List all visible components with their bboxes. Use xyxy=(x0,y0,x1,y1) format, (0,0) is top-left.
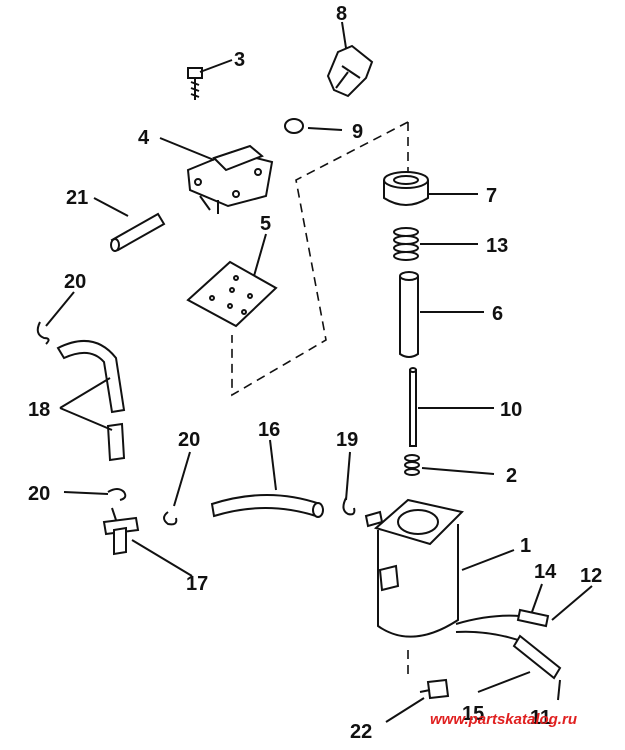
callout-9: 9 xyxy=(352,121,363,143)
callout-1: 1 xyxy=(520,535,531,557)
callout-15: 15 xyxy=(462,703,484,725)
part-17-tee-fitting xyxy=(102,507,140,556)
part-3-screw xyxy=(187,67,203,100)
wire-leads xyxy=(455,608,562,680)
callout-20-upper: 20 xyxy=(64,271,86,293)
callout-22: 22 xyxy=(350,721,372,743)
callout-6: 6 xyxy=(492,303,503,325)
callout-20-left: 20 xyxy=(28,483,50,505)
part-20-clip-middle xyxy=(163,511,178,526)
callout-4: 4 xyxy=(138,127,150,149)
part-1-pump-body xyxy=(364,498,464,638)
callout-3: 3 xyxy=(234,49,245,71)
part-13-spring xyxy=(393,227,419,261)
part-6-cylinder xyxy=(399,271,419,358)
callout-13: 13 xyxy=(486,235,508,257)
callout-8: 8 xyxy=(336,3,347,25)
callout-17: 17 xyxy=(186,573,208,595)
callout-16: 16 xyxy=(258,419,280,441)
part-18-hose xyxy=(56,340,126,462)
part-21-tube xyxy=(110,212,166,252)
part-20-clip-left xyxy=(107,488,127,501)
part-9-o-ring xyxy=(284,118,304,134)
part-22-bolt xyxy=(419,678,450,700)
part-19-clip xyxy=(342,497,356,516)
watermark-text: www.partskatalog.ru xyxy=(430,711,577,728)
part-4-cover xyxy=(186,144,274,214)
callout-2: 2 xyxy=(506,465,517,487)
part-16-hose xyxy=(210,494,324,518)
callout-10: 10 xyxy=(500,399,522,421)
callout-20-middle: 20 xyxy=(178,429,200,451)
part-8-elbow-fitting xyxy=(326,44,374,98)
callout-11: 11 xyxy=(530,707,551,729)
part-2-spring xyxy=(404,454,420,476)
callout-14: 14 xyxy=(534,561,557,583)
callout-7: 7 xyxy=(486,185,497,207)
part-7-cap xyxy=(383,171,429,206)
callout-12: 12 xyxy=(580,565,602,587)
callout-21: 21 xyxy=(66,187,88,209)
callout-5: 5 xyxy=(260,213,271,235)
assembly-guide-line xyxy=(231,121,409,680)
part-20-clip-upper xyxy=(36,321,50,345)
part-10-plunger xyxy=(409,367,417,447)
leader-lines xyxy=(45,21,593,723)
part-5-gasket xyxy=(186,260,278,328)
callout-18: 18 xyxy=(28,399,50,421)
callout-19: 19 xyxy=(336,429,358,451)
